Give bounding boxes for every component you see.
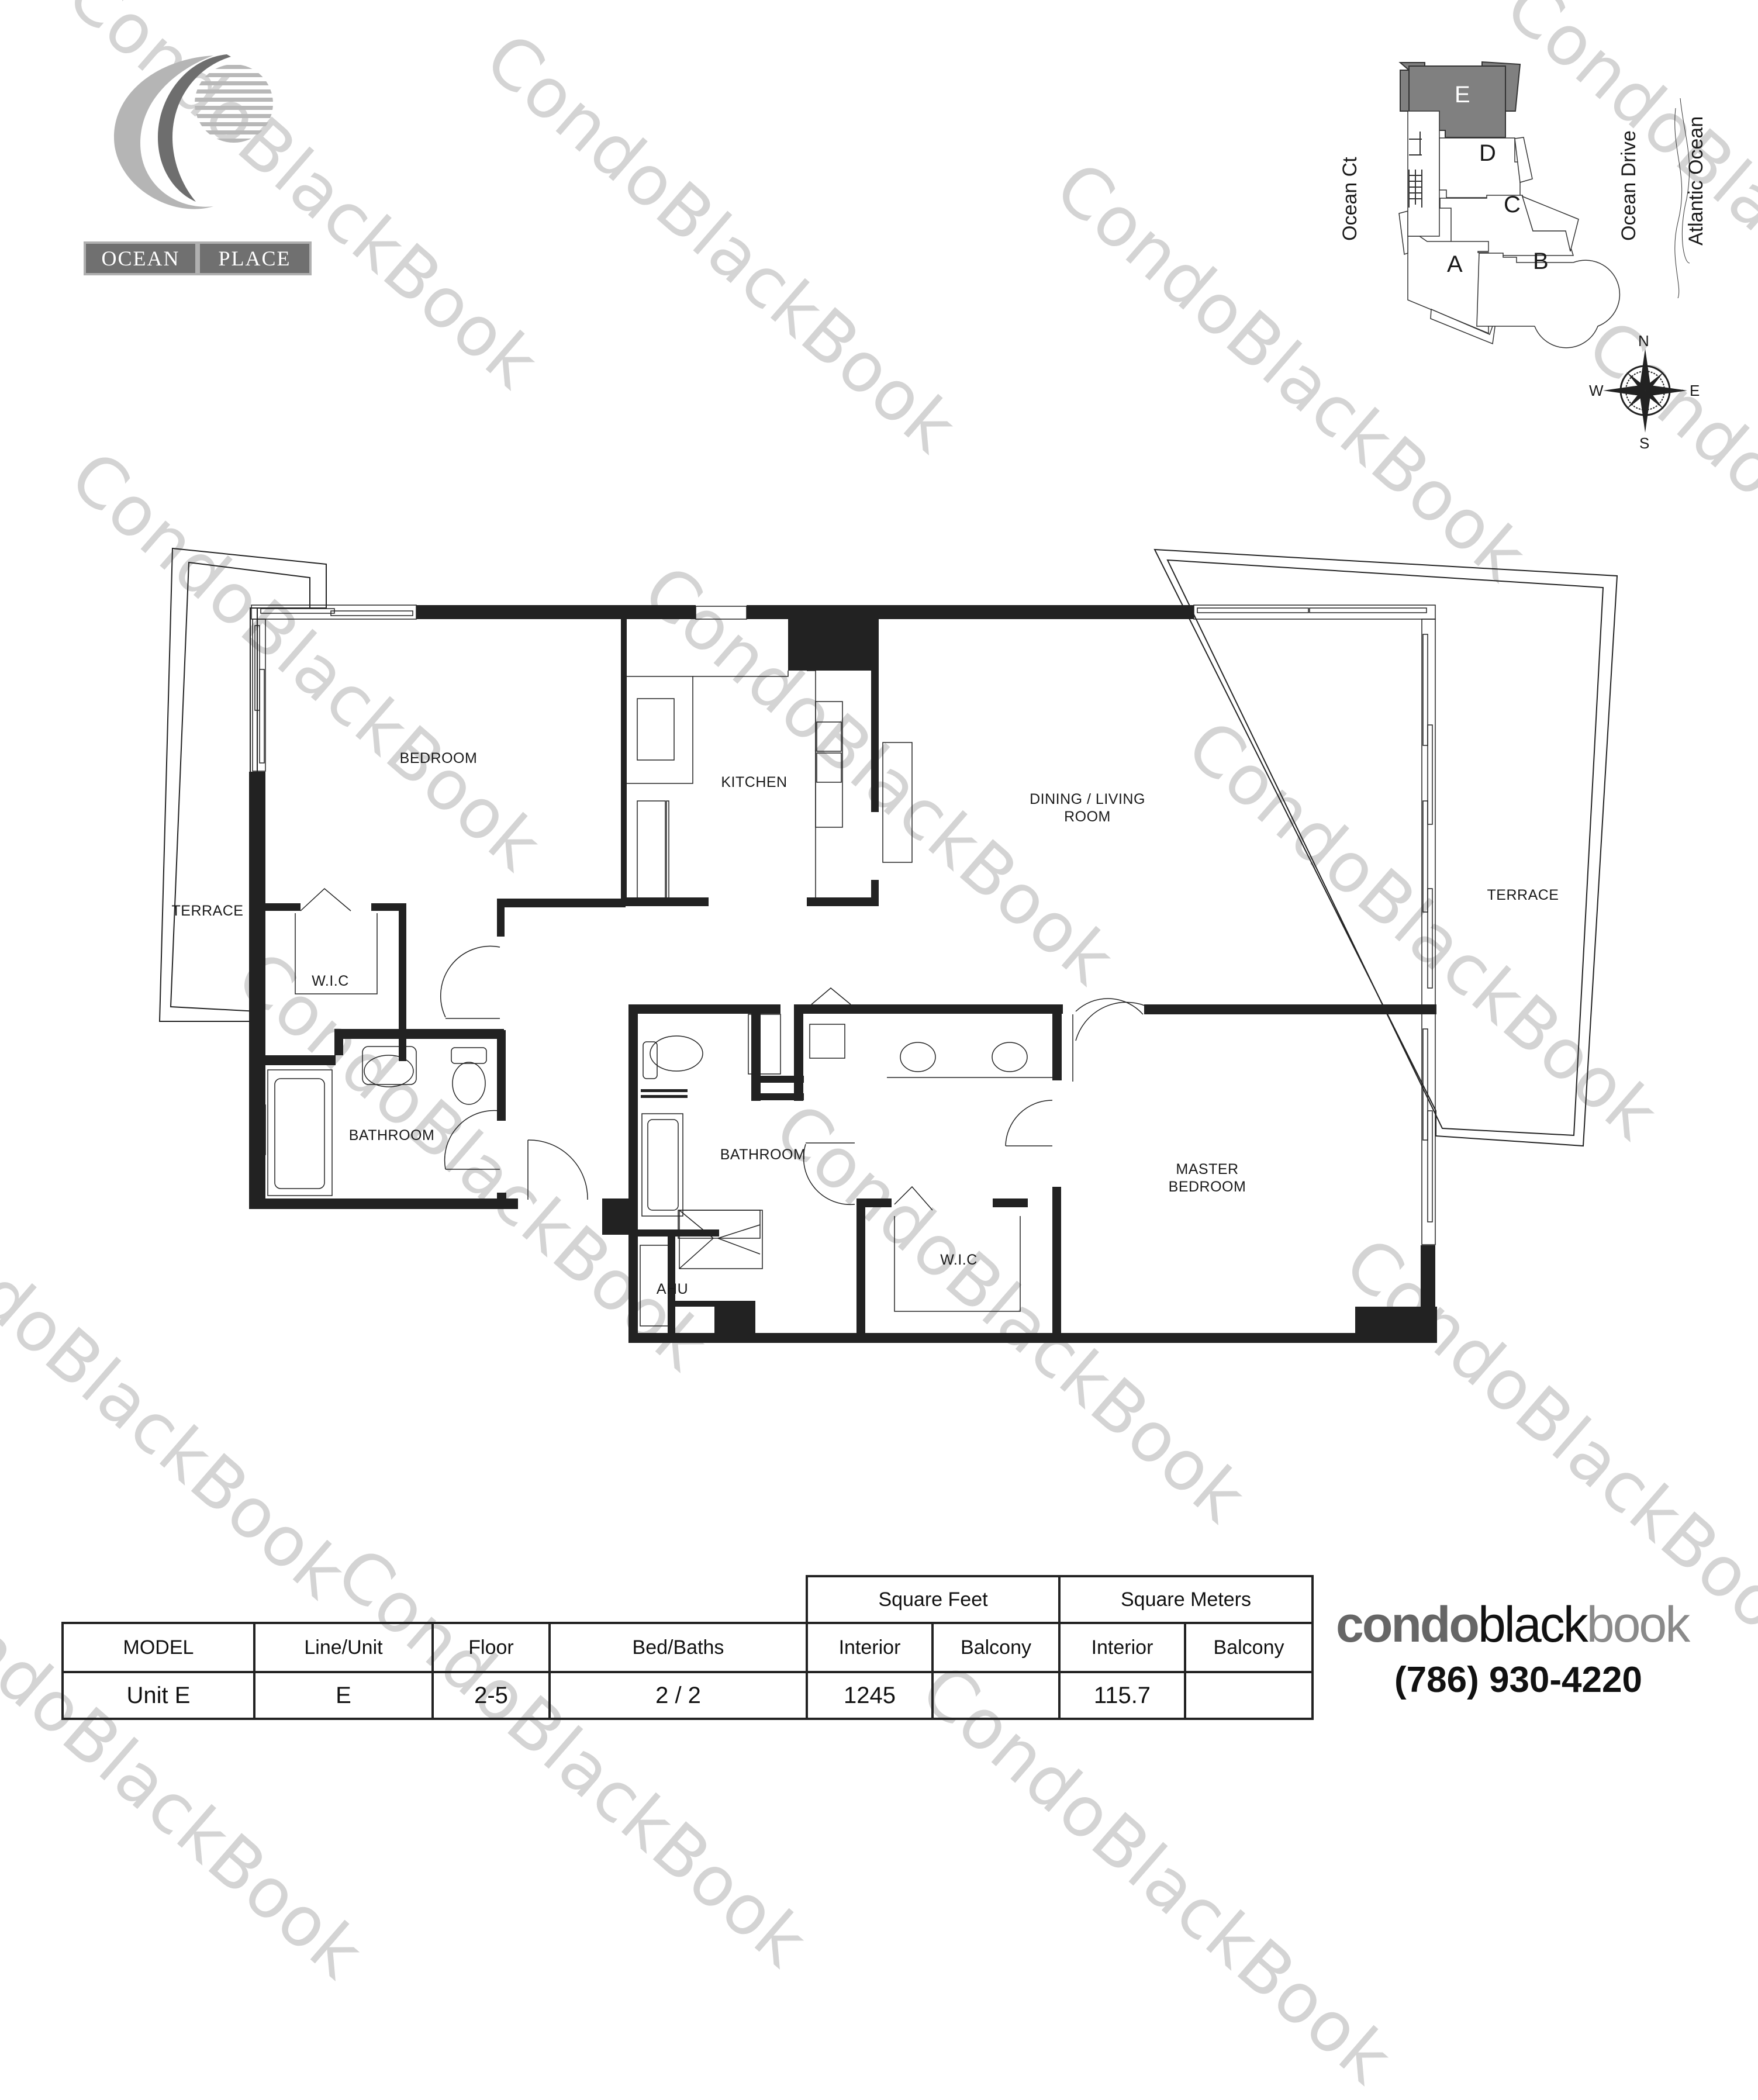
brand-part-book: book bbox=[1586, 1597, 1690, 1653]
col-header-sqm-interior: Interior bbox=[1058, 1622, 1186, 1673]
room-label-bathroom-1: BATHROOM bbox=[348, 1127, 435, 1144]
header-square-feet: Square Feet bbox=[806, 1575, 1061, 1624]
cell-sqm-balcony bbox=[1184, 1671, 1314, 1720]
header-square-meters: Square Meters bbox=[1058, 1575, 1314, 1624]
room-label-master-line1: MASTER bbox=[1176, 1161, 1239, 1177]
cell-sqft-interior: 1245 bbox=[806, 1671, 934, 1720]
col-header-model: MODEL bbox=[61, 1622, 255, 1673]
cell-sqm-interior: 115.7 bbox=[1058, 1671, 1186, 1720]
col-header-floor: Floor bbox=[431, 1622, 551, 1673]
col-header-line-unit: Line/Unit bbox=[253, 1622, 434, 1673]
spec-table: Square Feet Square Meters MODEL Line/Uni… bbox=[61, 1575, 1314, 1720]
terrace-east-outline bbox=[1153, 548, 1618, 1147]
compass-s: S bbox=[1639, 434, 1650, 452]
room-label-ahu: AHU bbox=[656, 1281, 689, 1297]
logo-word-place: PLACE bbox=[198, 241, 312, 275]
cell-line-unit: E bbox=[253, 1671, 434, 1720]
room-label-dining-living-line1: DINING / LIVING bbox=[1030, 791, 1145, 807]
compass-e: E bbox=[1690, 382, 1700, 399]
room-label-terrace-east: TERRACE bbox=[1487, 887, 1559, 903]
col-header-sqft-interior: Interior bbox=[806, 1622, 934, 1673]
cell-bed-baths: 2 / 2 bbox=[548, 1671, 808, 1720]
floor-plan bbox=[158, 547, 1618, 1343]
room-label-master-bedroom: MASTER BEDROOM bbox=[1146, 1160, 1269, 1196]
logo-word-ocean: OCEAN bbox=[84, 241, 198, 275]
compass-w: W bbox=[1589, 382, 1604, 399]
room-label-wic-east: W.I.C bbox=[940, 1252, 978, 1268]
col-header-sqft-balcony: Balcony bbox=[931, 1622, 1061, 1673]
key-unit-label-d: D bbox=[1479, 140, 1496, 166]
key-unit-label-a: A bbox=[1447, 251, 1463, 277]
condoblackbook-logo: condoblackbook bbox=[1336, 1596, 1690, 1654]
brand-part-condo: condo bbox=[1336, 1597, 1480, 1653]
room-label-master-line2: BEDROOM bbox=[1168, 1179, 1246, 1195]
col-header-bed-baths: Bed/Baths bbox=[548, 1622, 808, 1673]
room-label-bathroom-2: BATHROOM bbox=[720, 1146, 806, 1163]
room-label-dining-living-line2: ROOM bbox=[1064, 809, 1111, 825]
phone-number[interactable]: (786) 930-4220 bbox=[1394, 1660, 1642, 1700]
room-label-bedroom: BEDROOM bbox=[399, 750, 478, 766]
crescent-logo-icon bbox=[114, 54, 273, 209]
key-unit-label-c: C bbox=[1504, 192, 1521, 217]
terrace-west-outline bbox=[158, 547, 327, 1022]
cell-floor: 2-5 bbox=[431, 1671, 551, 1720]
key-unit-label-b: B bbox=[1533, 248, 1549, 274]
room-label-dining-living: DINING / LIVING ROOM bbox=[1000, 790, 1175, 826]
key-unit-label-e: E bbox=[1455, 82, 1470, 108]
compass-n: N bbox=[1638, 332, 1649, 350]
room-label-wic-west: W.I.C bbox=[312, 973, 349, 989]
room-label-kitchen: KITCHEN bbox=[721, 774, 788, 790]
room-label-terrace-west: TERRACE bbox=[171, 903, 244, 919]
cell-model: Unit E bbox=[61, 1671, 255, 1720]
col-header-sqm-balcony: Balcony bbox=[1184, 1622, 1314, 1673]
building-logo bbox=[82, 44, 316, 278]
cell-sqft-balcony bbox=[931, 1671, 1061, 1720]
brand-part-black: black bbox=[1477, 1597, 1588, 1653]
